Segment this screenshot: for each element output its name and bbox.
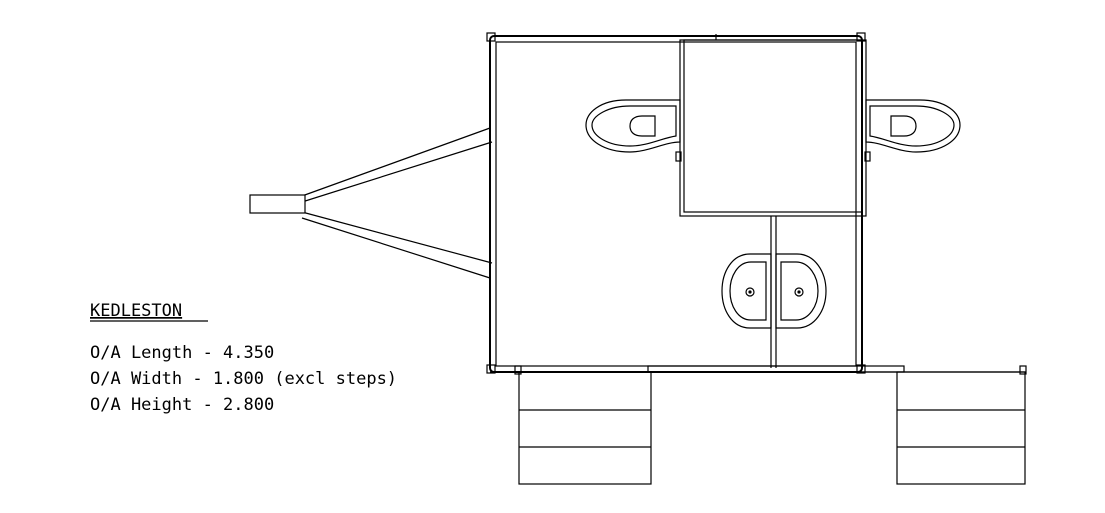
central-cubicle [679,39,867,217]
spec-length: O/A Length - 4.350 [90,343,274,363]
spec-height: O/A Height - 2.800 [90,395,274,415]
toilet-left [585,99,682,162]
sink-right [775,253,827,329]
spec-width: O/A Width - 1.800 (excl steps) [90,369,397,389]
drawing-title: KEDLESTON [90,301,182,321]
tow-hitch [249,127,493,279]
sink-left [721,253,772,329]
steps-left [518,371,652,485]
toilet-right [864,99,961,162]
trailer-body [486,32,866,374]
hitch-coupler [249,194,306,214]
steps-right [896,371,1026,485]
sink-divider [770,216,777,368]
